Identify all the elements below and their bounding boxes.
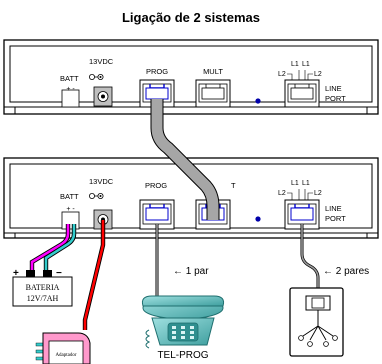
phone-label: TEL-PROG — [157, 350, 208, 361]
svg-text:L2: L2 — [314, 71, 322, 78]
battery-model: BATERIA — [26, 283, 60, 292]
battery-polarity-label: + - — [66, 86, 75, 93]
line-port-pin-labels-2: L1 L1 L2 L2 — [278, 180, 322, 200]
wall-jack-icon — [289, 287, 344, 357]
two-pairs-label: ← 2 pares — [323, 266, 369, 277]
status-led — [255, 98, 261, 104]
prog-jack — [139, 79, 175, 108]
prog-port-label: PROG — [146, 67, 168, 76]
wall-cord — [300, 224, 320, 296]
port-label-2: PORT — [325, 214, 346, 223]
line-port-pin-labels: L1 L1 L2 L2 — [278, 61, 322, 80]
line-port-jack — [284, 79, 320, 108]
battery-polarity-label-2: + - — [66, 206, 75, 213]
prog-jack-2 — [139, 199, 175, 230]
power-jack — [93, 86, 113, 107]
svg-text:L1: L1 — [302, 180, 310, 187]
batt-label: BATT — [60, 74, 79, 83]
power-adapter-icon: Adaptador — [35, 332, 91, 364]
mult-port-label-2: T — [231, 181, 236, 190]
power-voltage-label-2: 13VDC — [89, 177, 114, 186]
prog-port-label-2: PROG — [145, 181, 167, 190]
batt-label-2: BATT — [60, 192, 79, 201]
power-wire — [82, 220, 106, 330]
svg-text:L2: L2 — [278, 190, 286, 197]
battery-icon: + − BATERIA 12V/7AH — [12, 268, 73, 307]
svg-text:L1: L1 — [302, 61, 310, 68]
battery-terminal-block: + - — [61, 86, 80, 108]
battery-minus: − — [56, 268, 62, 279]
battery-wires — [29, 224, 77, 274]
one-pair-label: ← 1 par — [173, 266, 209, 277]
mult-port-label: MULT — [203, 67, 223, 76]
interconnect-cable — [150, 99, 220, 220]
line-label-2: LINE — [325, 204, 342, 213]
diagram-title: Ligação de 2 sistemas — [122, 10, 260, 25]
status-led-2 — [255, 216, 261, 222]
svg-text:L1: L1 — [291, 180, 299, 187]
battery-rating: 12V/7AH — [27, 294, 59, 303]
mult-jack — [195, 79, 231, 108]
adapter-label: Adaptador — [55, 353, 76, 358]
battery-plus: + — [13, 268, 19, 279]
line-label: LINE — [325, 84, 342, 93]
batt-switch-icon — [89, 74, 104, 81]
batt-switch-icon-2 — [89, 192, 104, 199]
power-voltage-label: 13VDC — [89, 57, 114, 66]
port-label: PORT — [325, 94, 346, 103]
svg-text:L2: L2 — [314, 190, 322, 197]
telephone-icon — [141, 295, 225, 349]
svg-text:L1: L1 — [291, 61, 299, 68]
central-unit-1: + - BATT 13VDC PROG MULT — [3, 39, 379, 115]
svg-text:L2: L2 — [278, 71, 286, 78]
